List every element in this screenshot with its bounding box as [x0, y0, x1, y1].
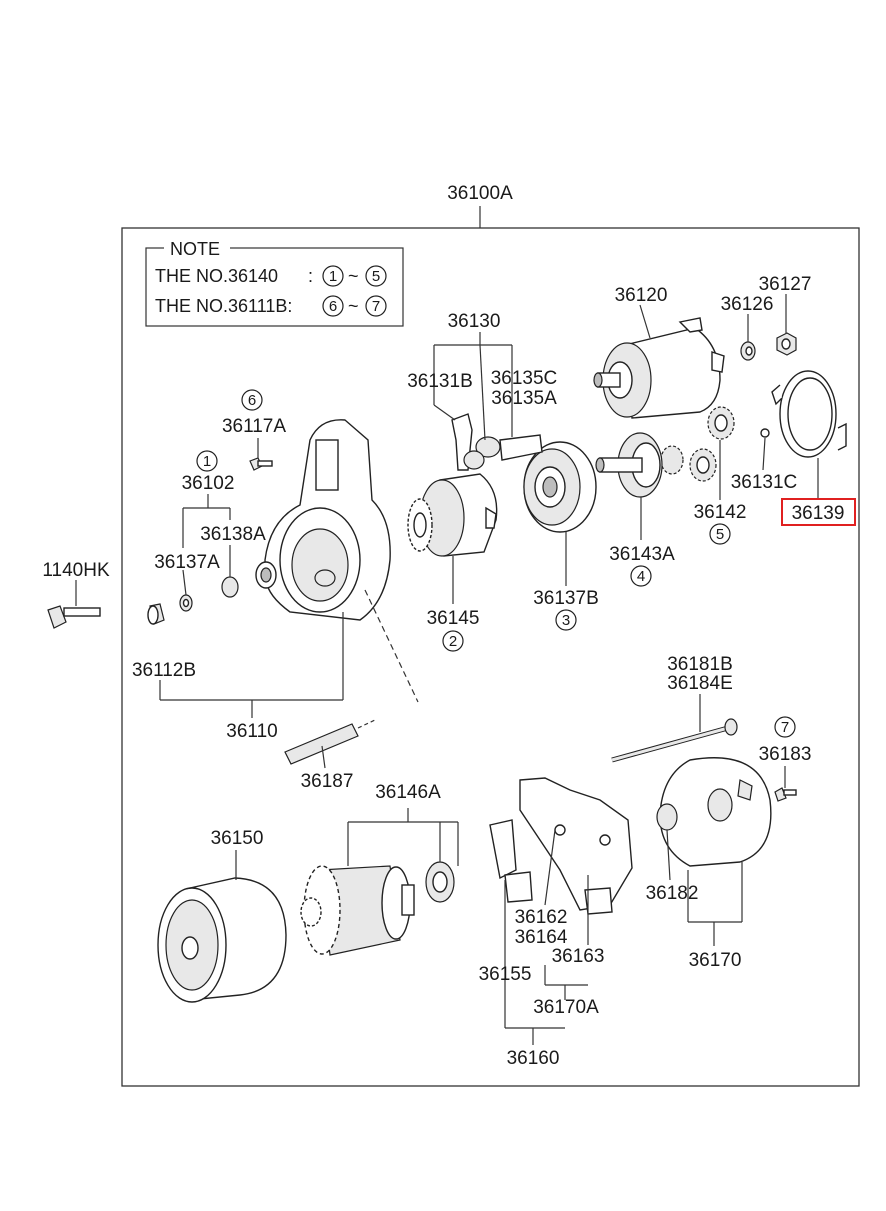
label-36131B: 36131B	[407, 371, 473, 392]
label-36145: 36145	[427, 608, 480, 629]
circled-5-text: 5	[716, 526, 724, 543]
label-36139: 36139	[792, 503, 845, 524]
label-36164: 36164	[515, 927, 568, 948]
part-36139-cover	[771, 370, 847, 458]
note-row2-from: 6	[329, 298, 337, 315]
label-36170A: 36170A	[533, 997, 599, 1018]
note-row2-prefix: THE NO.36111B:	[155, 296, 292, 316]
part-36146A-armature	[300, 865, 415, 956]
part-36160-brush-holder	[489, 777, 633, 915]
label-36131C: 36131C	[731, 472, 798, 493]
label-36135C: 36135C	[491, 368, 558, 389]
part-36131C-ball	[760, 428, 770, 438]
note-row1-from: 1	[329, 268, 337, 285]
label-36142: 36142	[694, 502, 747, 523]
label-36110: 36110	[226, 721, 277, 742]
note-row1-prefix: THE NO.36140	[155, 266, 278, 286]
circled-3-36137B	[555, 609, 577, 631]
part-36183-screw	[774, 787, 797, 802]
part-36130-lever	[451, 413, 543, 471]
label-36112B: 36112B	[132, 660, 196, 681]
part-36120-magnetic-switch	[593, 317, 725, 419]
part-36145-overrunning-clutch	[407, 473, 498, 557]
label-36126: 36126	[721, 294, 774, 315]
label-36184E: 36184E	[667, 673, 733, 694]
label-36183: 36183	[759, 744, 812, 765]
part-36187-stud	[284, 719, 376, 765]
part-36142-planetary-gears	[660, 406, 735, 482]
part-armature-bearing	[425, 861, 455, 903]
note-row2-to: 7	[372, 298, 380, 315]
part-36117A-bolt	[249, 457, 273, 471]
circled-5-36142	[709, 523, 731, 545]
label-36181B: 36181B	[667, 654, 733, 675]
part-36110-drive-housing	[255, 419, 391, 621]
assembly-label: 36100A	[447, 183, 513, 204]
assembly-frame	[121, 227, 860, 1087]
label-1140HK: 1140HK	[42, 560, 110, 581]
label-36137A: 36137A	[154, 552, 220, 573]
circled-1-text: 1	[203, 453, 211, 470]
circled-1-36102	[196, 450, 218, 472]
part-36170-rear-bracket	[656, 757, 772, 867]
part-36150-yoke	[157, 877, 287, 1003]
note-box: NOTE THE NO.36140 : 1 ~ 5 THE NO.36111B:…	[145, 238, 404, 327]
circled-4-text: 4	[637, 568, 645, 585]
circled-3-text: 3	[562, 612, 570, 629]
label-36146A: 36146A	[375, 782, 441, 803]
part-36138A-bushing	[221, 576, 239, 598]
label-36182: 36182	[646, 883, 699, 904]
label-36163: 36163	[552, 946, 605, 967]
circled-6-text: 6	[248, 392, 256, 409]
part-36112B-cap	[147, 603, 165, 625]
label-36102: 36102	[182, 473, 235, 494]
circled-7-text: 7	[781, 719, 789, 736]
label-36117A: 36117A	[222, 416, 286, 437]
note-row1-tilde: ~	[348, 266, 359, 286]
circled-7-36183	[774, 716, 796, 738]
label-36120: 36120	[615, 285, 668, 306]
label-36150: 36150	[211, 828, 264, 849]
note-row1-sep: :	[308, 266, 313, 286]
label-36170: 36170	[689, 950, 742, 971]
label-36130: 36130	[448, 311, 501, 332]
note-row1-to: 5	[372, 268, 380, 285]
part-36137A-washer	[179, 594, 193, 612]
circled-4-36143A	[630, 565, 652, 587]
highlight-36139	[781, 498, 856, 526]
part-36127-nut	[776, 332, 797, 356]
part-36126-washer	[740, 341, 756, 361]
label-36137B: 36137B	[533, 588, 599, 609]
label-36138A: 36138A	[200, 524, 266, 545]
note-title: NOTE	[170, 239, 220, 259]
part-36137B-internal-gear	[523, 441, 597, 533]
label-36160: 36160	[507, 1048, 560, 1069]
circled-2-36145	[442, 630, 464, 652]
label-36162: 36162	[515, 907, 568, 928]
label-36127: 36127	[759, 274, 812, 295]
note-row2-tilde: ~	[348, 296, 359, 316]
label-36143A: 36143A	[609, 544, 675, 565]
label-36135A: 36135A	[491, 388, 557, 409]
part-36181B-through-bolt	[611, 718, 738, 763]
circled-2-text: 2	[449, 633, 457, 650]
leader-lines	[75, 294, 819, 1045]
circled-6-36117A	[241, 389, 263, 411]
part-36143A-planetary-carrier	[595, 432, 663, 498]
part-1140HK-bolt	[47, 605, 101, 629]
label-36155: 36155	[479, 964, 532, 985]
label-36187: 36187	[301, 771, 354, 792]
